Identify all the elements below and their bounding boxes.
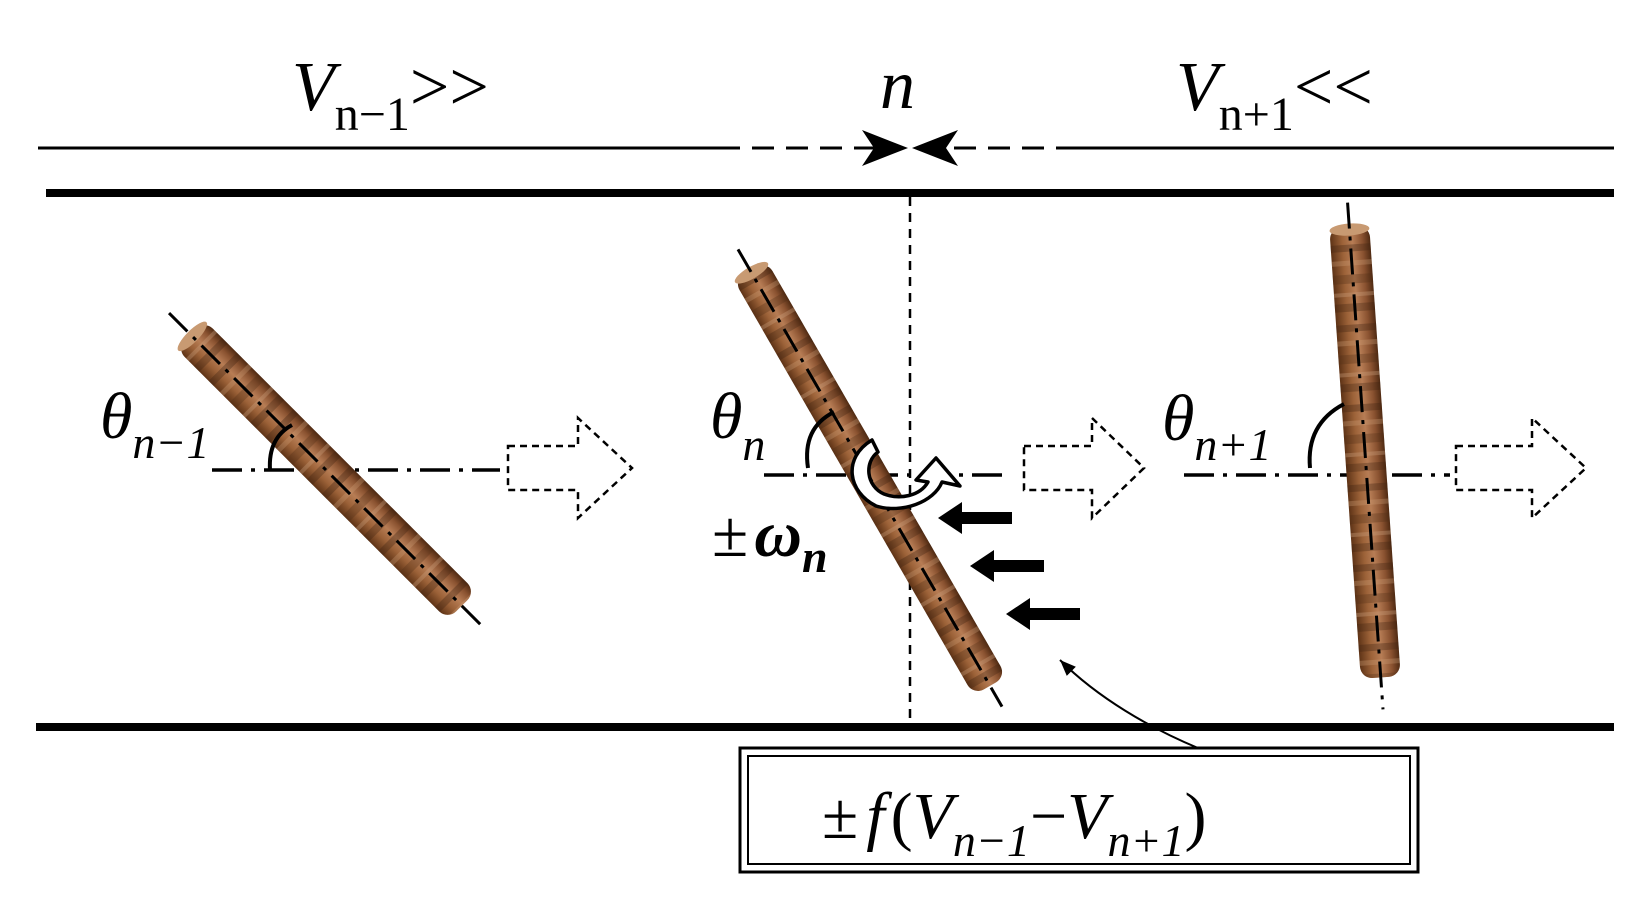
formula-leader-line [1059,659,1199,749]
fiber-left [167,311,485,629]
flow-direction-arrows [506,415,1588,521]
label-omega: ±ωn [712,498,828,582]
label-v-prev: Vn−1>> [292,49,489,141]
label-theta-prev: θn−1 [100,380,209,468]
angle-arcs [267,402,1345,471]
label-theta-next: θn+1 [1162,382,1271,470]
label-v-next: Vn+1<< [1176,49,1373,141]
flow-centerlines [212,468,1450,477]
label-theta-n: θn [710,380,765,470]
fiber-right-axis [1346,202,1385,710]
formula-text: ±f(Vn−1−Vn+1) [822,780,1207,866]
fiber-left-axis [167,311,485,629]
fiber-right [1329,202,1400,710]
formula-box [738,746,1420,874]
force-arrows [938,502,1080,630]
rotation-arrow-icon [850,438,962,511]
label-n: n [880,47,915,124]
converging-arrows [862,130,958,166]
